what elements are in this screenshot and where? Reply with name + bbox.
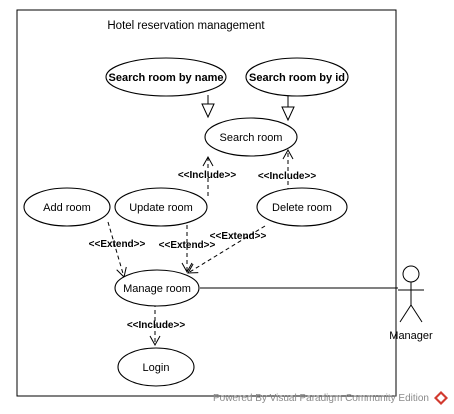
include-label-login: <<Include>> <box>127 320 186 331</box>
extend-label-add: <<Extend>> <box>89 239 146 250</box>
extend-label-delete: <<Extend>> <box>210 231 267 242</box>
watermark: Powered By Visual Paradigm Community Edi… <box>213 391 448 405</box>
system-title: Hotel reservation management <box>107 20 265 32</box>
actor-label: Manager <box>389 330 433 342</box>
use-case-label: Manage room <box>123 283 191 295</box>
use-case-update-room[interactable]: Update room <box>114 187 208 227</box>
include-label-update: <<Include>> <box>178 170 237 181</box>
use-case-label: Delete room <box>272 202 332 214</box>
use-case-delete-room[interactable]: Delete room <box>256 187 348 227</box>
use-case-label: Search room by name <box>109 72 224 84</box>
actor-manager[interactable]: Manager <box>389 265 433 342</box>
use-case-search-room-by-id[interactable]: Search room by id <box>245 57 349 97</box>
include-label-delete: <<Include>> <box>258 171 317 182</box>
use-case-label: Add room <box>43 202 91 214</box>
use-case-login[interactable]: Login <box>117 347 195 387</box>
system-boundary <box>16 9 397 397</box>
extend-label-update: <<Extend>> <box>159 240 216 251</box>
use-case-label: Update room <box>129 202 193 214</box>
use-case-search-room-by-name[interactable]: Search room by name <box>105 57 227 97</box>
extend-delete-manage <box>187 225 266 274</box>
use-case-label: Login <box>143 362 170 374</box>
use-case-label: Search room by id <box>249 72 345 84</box>
use-case-add-room[interactable]: Add room <box>23 187 111 227</box>
extend-add-manage <box>107 221 127 278</box>
use-case-manage-room[interactable]: Manage room <box>114 269 200 307</box>
actor-head <box>402 265 420 283</box>
watermark-text: Powered By Visual Paradigm Community Edi… <box>213 393 429 404</box>
use-case-label: Search room <box>220 132 283 144</box>
use-case-search-room[interactable]: Search room <box>204 117 298 157</box>
